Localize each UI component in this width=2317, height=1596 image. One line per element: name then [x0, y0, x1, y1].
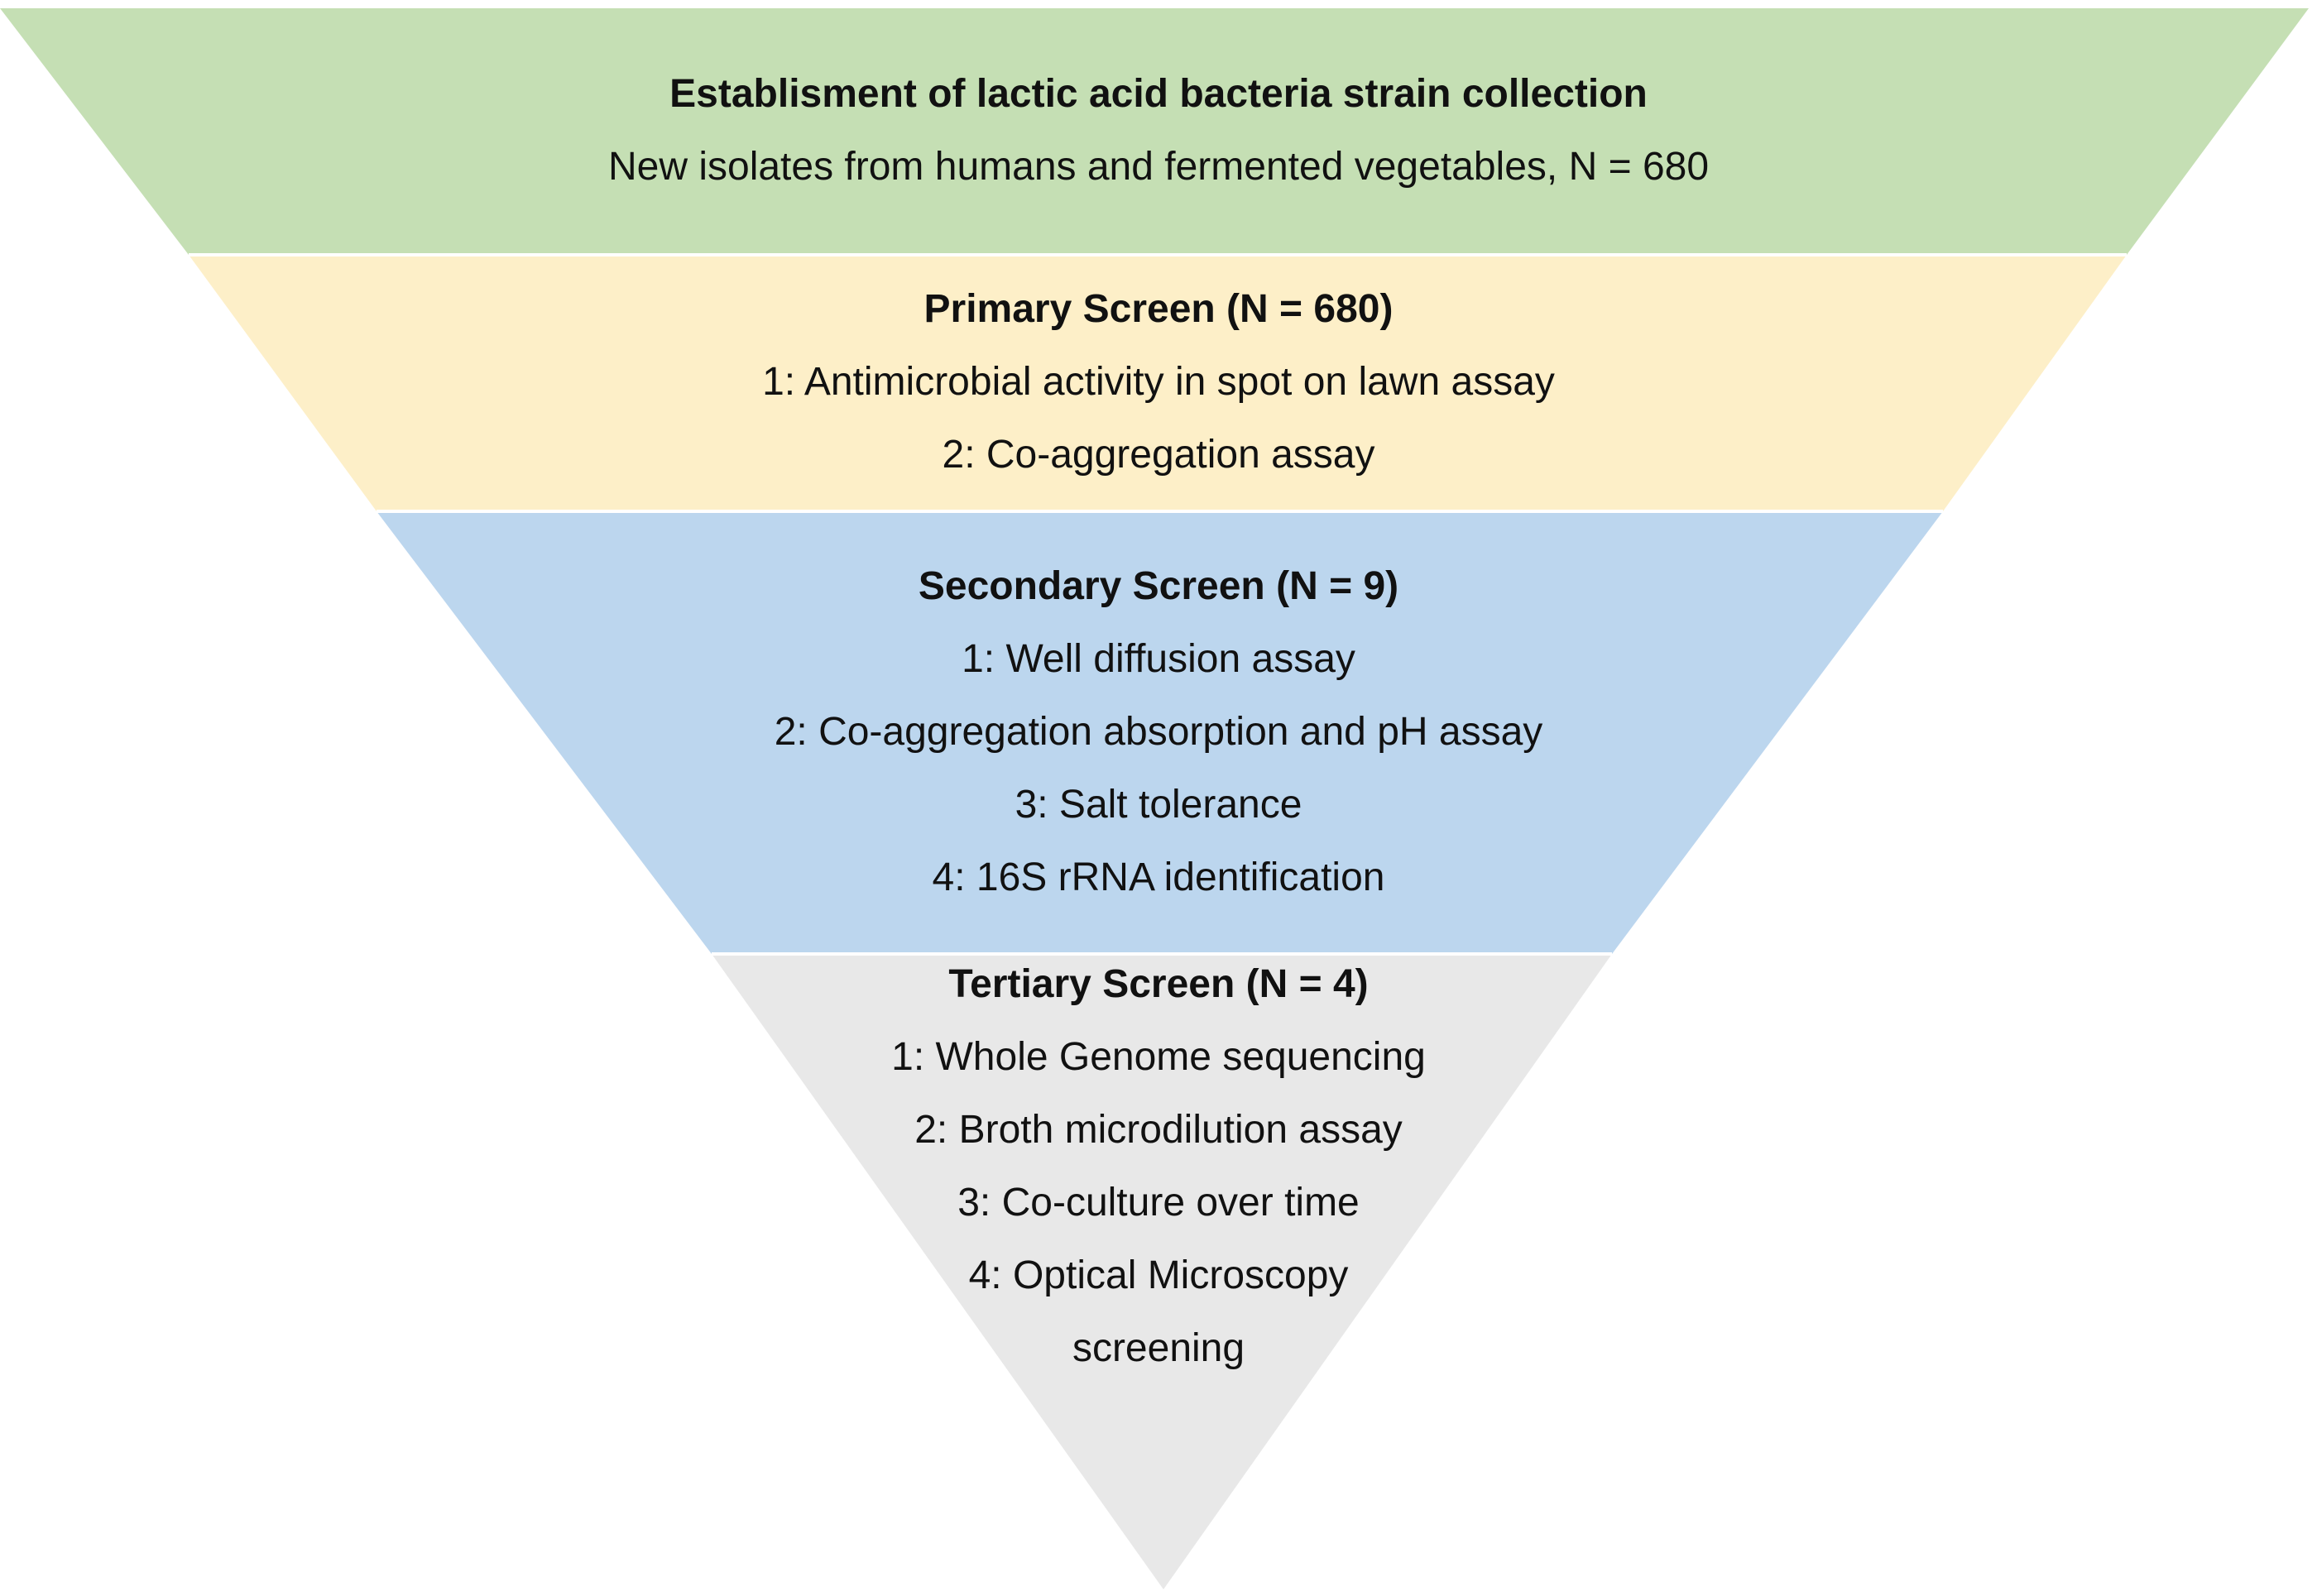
tier-title: Secondary Screen (N = 9) — [918, 564, 1399, 608]
funnel-band-establishment — [0, 8, 2309, 255]
tier-primary-screen: Primary Screen (N = 680) 1: Antimicrobia… — [414, 273, 1903, 491]
tier-title: Tertiary Screen (N = 4) — [948, 962, 1369, 1006]
tier-step: 4: Optical Microscopy — [968, 1253, 1349, 1297]
tier-secondary-screen: Secondary Screen (N = 9) 1: Well diffusi… — [579, 550, 1738, 914]
tier-tertiary-screen: Tertiary Screen (N = 4) 1: Whole Genome … — [745, 948, 1572, 1385]
tier-step: 2: Co-aggregation absorption and pH assa… — [774, 710, 1543, 754]
tier-title: Primary Screen (N = 680) — [923, 287, 1394, 331]
tier-step: 1: Antimicrobial activity in spot on law… — [762, 360, 1555, 404]
tier-step: 4: 16S rRNA identification — [932, 856, 1385, 899]
funnel-band-tertiary-screen — [712, 954, 1612, 1589]
tier-description: New isolates from humans and fermented v… — [607, 145, 1710, 189]
tier-step: 3: Salt tolerance — [1015, 783, 1302, 827]
tier-title: Establisment of lactic acid bacteria str… — [669, 72, 1648, 116]
tier-step: screening — [1072, 1326, 1245, 1370]
funnel-band-primary-screen — [189, 255, 2127, 511]
tier-step: 1: Whole Genome sequencing — [891, 1035, 1426, 1079]
funnel-band-secondary-screen — [377, 511, 1943, 954]
tier-establishment: Establisment of lactic acid bacteria str… — [331, 58, 1986, 204]
tier-step: 2: Broth microdilution assay — [914, 1108, 1403, 1152]
tier-step: 1: Well diffusion assay — [962, 637, 1355, 681]
tier-step: 3: Co-culture over time — [957, 1181, 1360, 1225]
tier-step: 2: Co-aggregation assay — [942, 433, 1375, 477]
